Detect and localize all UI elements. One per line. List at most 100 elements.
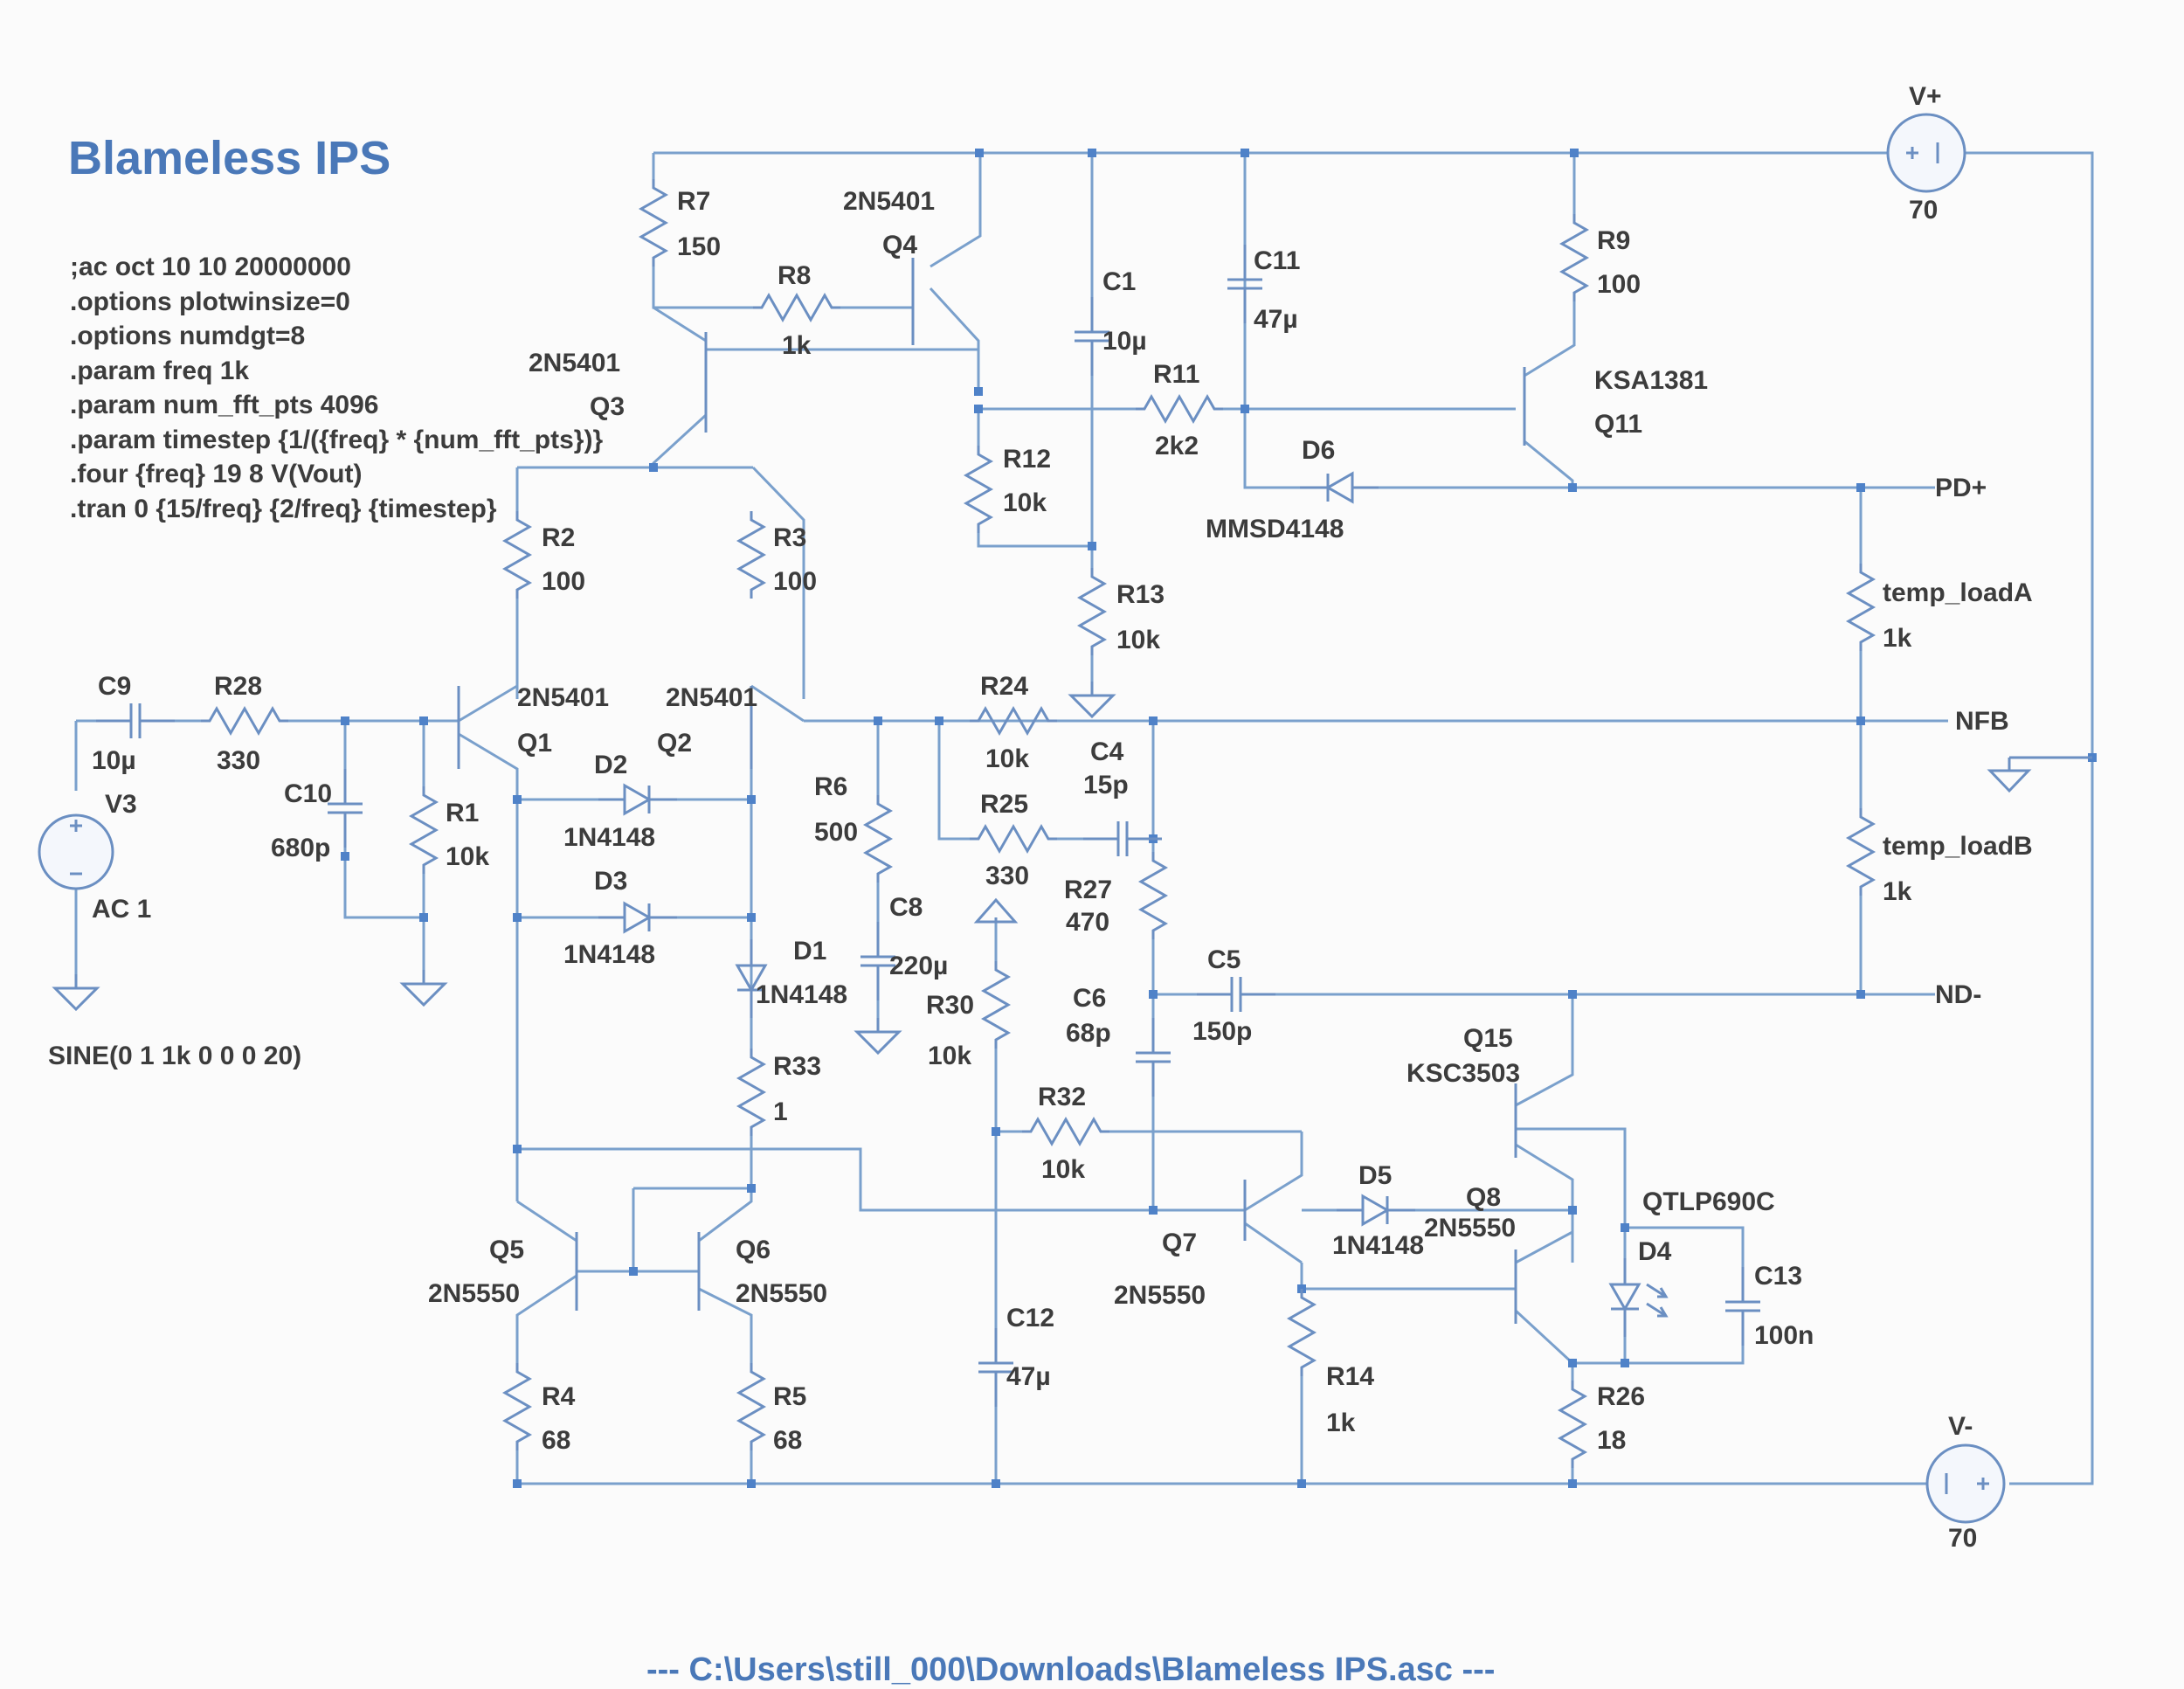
- label: SINE(0 1 1k 0 0 0 20): [48, 1042, 301, 1070]
- label: 1k: [782, 331, 812, 360]
- resistor-r32: [1020, 1118, 1111, 1146]
- label: 10µ: [1102, 327, 1147, 356]
- resistor-r6: [864, 793, 892, 884]
- label: C1: [1102, 267, 1136, 296]
- label: D4: [1638, 1237, 1672, 1266]
- label: R24: [980, 672, 1028, 701]
- resistor-r9: [1560, 212, 1588, 303]
- resistor-r7: [639, 177, 667, 268]
- diode-d3: [597, 902, 679, 933]
- net-label: NFB: [1955, 707, 2009, 736]
- label: 100: [773, 567, 817, 596]
- label: Q8: [1466, 1183, 1501, 1212]
- label: 70: [1909, 196, 1938, 225]
- resistor-r27: [1139, 850, 1167, 941]
- label: C8: [889, 893, 923, 922]
- voltage-source-vminus: [1925, 1443, 2006, 1524]
- label: 680p: [271, 834, 330, 862]
- label: 330: [985, 862, 1029, 890]
- label: C11: [1254, 246, 1300, 275]
- resistor-r26: [1559, 1379, 1586, 1470]
- label: V-: [1948, 1412, 1973, 1441]
- label: D3: [594, 867, 627, 896]
- directive-line: .four {freq} 19 8 V(Vout): [70, 460, 363, 488]
- label: 2N5401: [666, 683, 757, 712]
- label: R2: [542, 523, 575, 552]
- label: Q15: [1463, 1024, 1513, 1053]
- label: Q11: [1594, 410, 1642, 439]
- label: MMSD4148: [1206, 515, 1344, 543]
- label: Q3: [590, 392, 625, 421]
- ground-symbol: [1987, 756, 2092, 793]
- label: 2N5550: [428, 1279, 520, 1308]
- label: R1: [446, 799, 479, 827]
- capacitor-c9: [94, 702, 176, 740]
- label: 68: [542, 1426, 570, 1455]
- directive-line: .param num_fft_pts 4096: [70, 391, 379, 419]
- file-path-footer: --- C:\Users\still_000\Downloads\Blamele…: [646, 1651, 1496, 1688]
- label: 10k: [928, 1042, 971, 1070]
- diode-d6: [1298, 472, 1380, 503]
- label: temp_loadB: [1883, 832, 2033, 861]
- label: 500: [814, 818, 858, 847]
- net-label: PD+: [1935, 474, 1987, 502]
- label: 10k: [1116, 626, 1160, 654]
- label: 2N5550: [736, 1279, 827, 1308]
- resistor-r25: [968, 825, 1059, 853]
- label: R26: [1597, 1382, 1645, 1411]
- label: 10k: [1003, 488, 1047, 517]
- label: 68p: [1066, 1019, 1111, 1048]
- resistor-r5: [737, 1361, 765, 1452]
- label: C5: [1207, 945, 1241, 974]
- ground-symbol-inverted: [973, 897, 1019, 924]
- label: Q5: [489, 1236, 524, 1264]
- label: 2N5550: [1424, 1214, 1516, 1243]
- directive-line: .options plotwinsize=0: [70, 287, 350, 316]
- label: 70: [1948, 1524, 1977, 1553]
- label: R9: [1597, 226, 1630, 255]
- label: 220µ: [889, 952, 948, 980]
- resistor-r14: [1288, 1287, 1316, 1378]
- label: 10k: [446, 842, 489, 871]
- label: 1N4148: [563, 823, 655, 852]
- label: R25: [980, 790, 1028, 819]
- label: V+: [1909, 82, 1942, 111]
- label: D5: [1358, 1161, 1392, 1190]
- resistor-r3: [737, 509, 765, 600]
- resistor-r12: [964, 444, 992, 535]
- label: C13: [1754, 1262, 1802, 1291]
- label: Q1: [517, 729, 552, 758]
- capacitor-c10: [326, 767, 364, 849]
- label: 2k2: [1155, 432, 1199, 460]
- label: R13: [1116, 580, 1165, 609]
- label: 330: [217, 746, 260, 775]
- label: temp_loadA: [1883, 578, 2033, 607]
- label: 2N5401: [529, 349, 620, 377]
- label: 2N5401: [517, 683, 609, 712]
- label: QTLP690C: [1642, 1187, 1775, 1216]
- ground-symbol: [53, 973, 99, 1011]
- label: 2N5550: [1114, 1281, 1206, 1310]
- label: R3: [773, 523, 806, 552]
- label: 1k: [1326, 1409, 1356, 1437]
- voltage-source-vplus: [1886, 113, 1966, 193]
- label: D2: [594, 751, 627, 779]
- label: 150p: [1192, 1017, 1252, 1046]
- label: 1N4148: [1332, 1231, 1424, 1260]
- label: C6: [1073, 984, 1106, 1013]
- label: D6: [1302, 436, 1335, 465]
- resistor-r13: [1078, 566, 1106, 657]
- label: 1: [773, 1097, 788, 1126]
- label: 2N5401: [843, 187, 935, 216]
- label: 470: [1066, 908, 1109, 937]
- label: 10k: [1041, 1155, 1085, 1184]
- label: R7: [677, 187, 710, 216]
- transistor-bars: [457, 258, 1526, 1324]
- label: 10k: [985, 744, 1029, 773]
- diode-d2: [597, 784, 679, 815]
- label: D1: [793, 937, 826, 966]
- directive-line: .tran 0 {15/freq} {2/freq} {timestep}: [70, 494, 497, 523]
- ground-symbol: [401, 968, 446, 1007]
- label: C9: [98, 672, 131, 701]
- resistor-r28: [199, 707, 290, 735]
